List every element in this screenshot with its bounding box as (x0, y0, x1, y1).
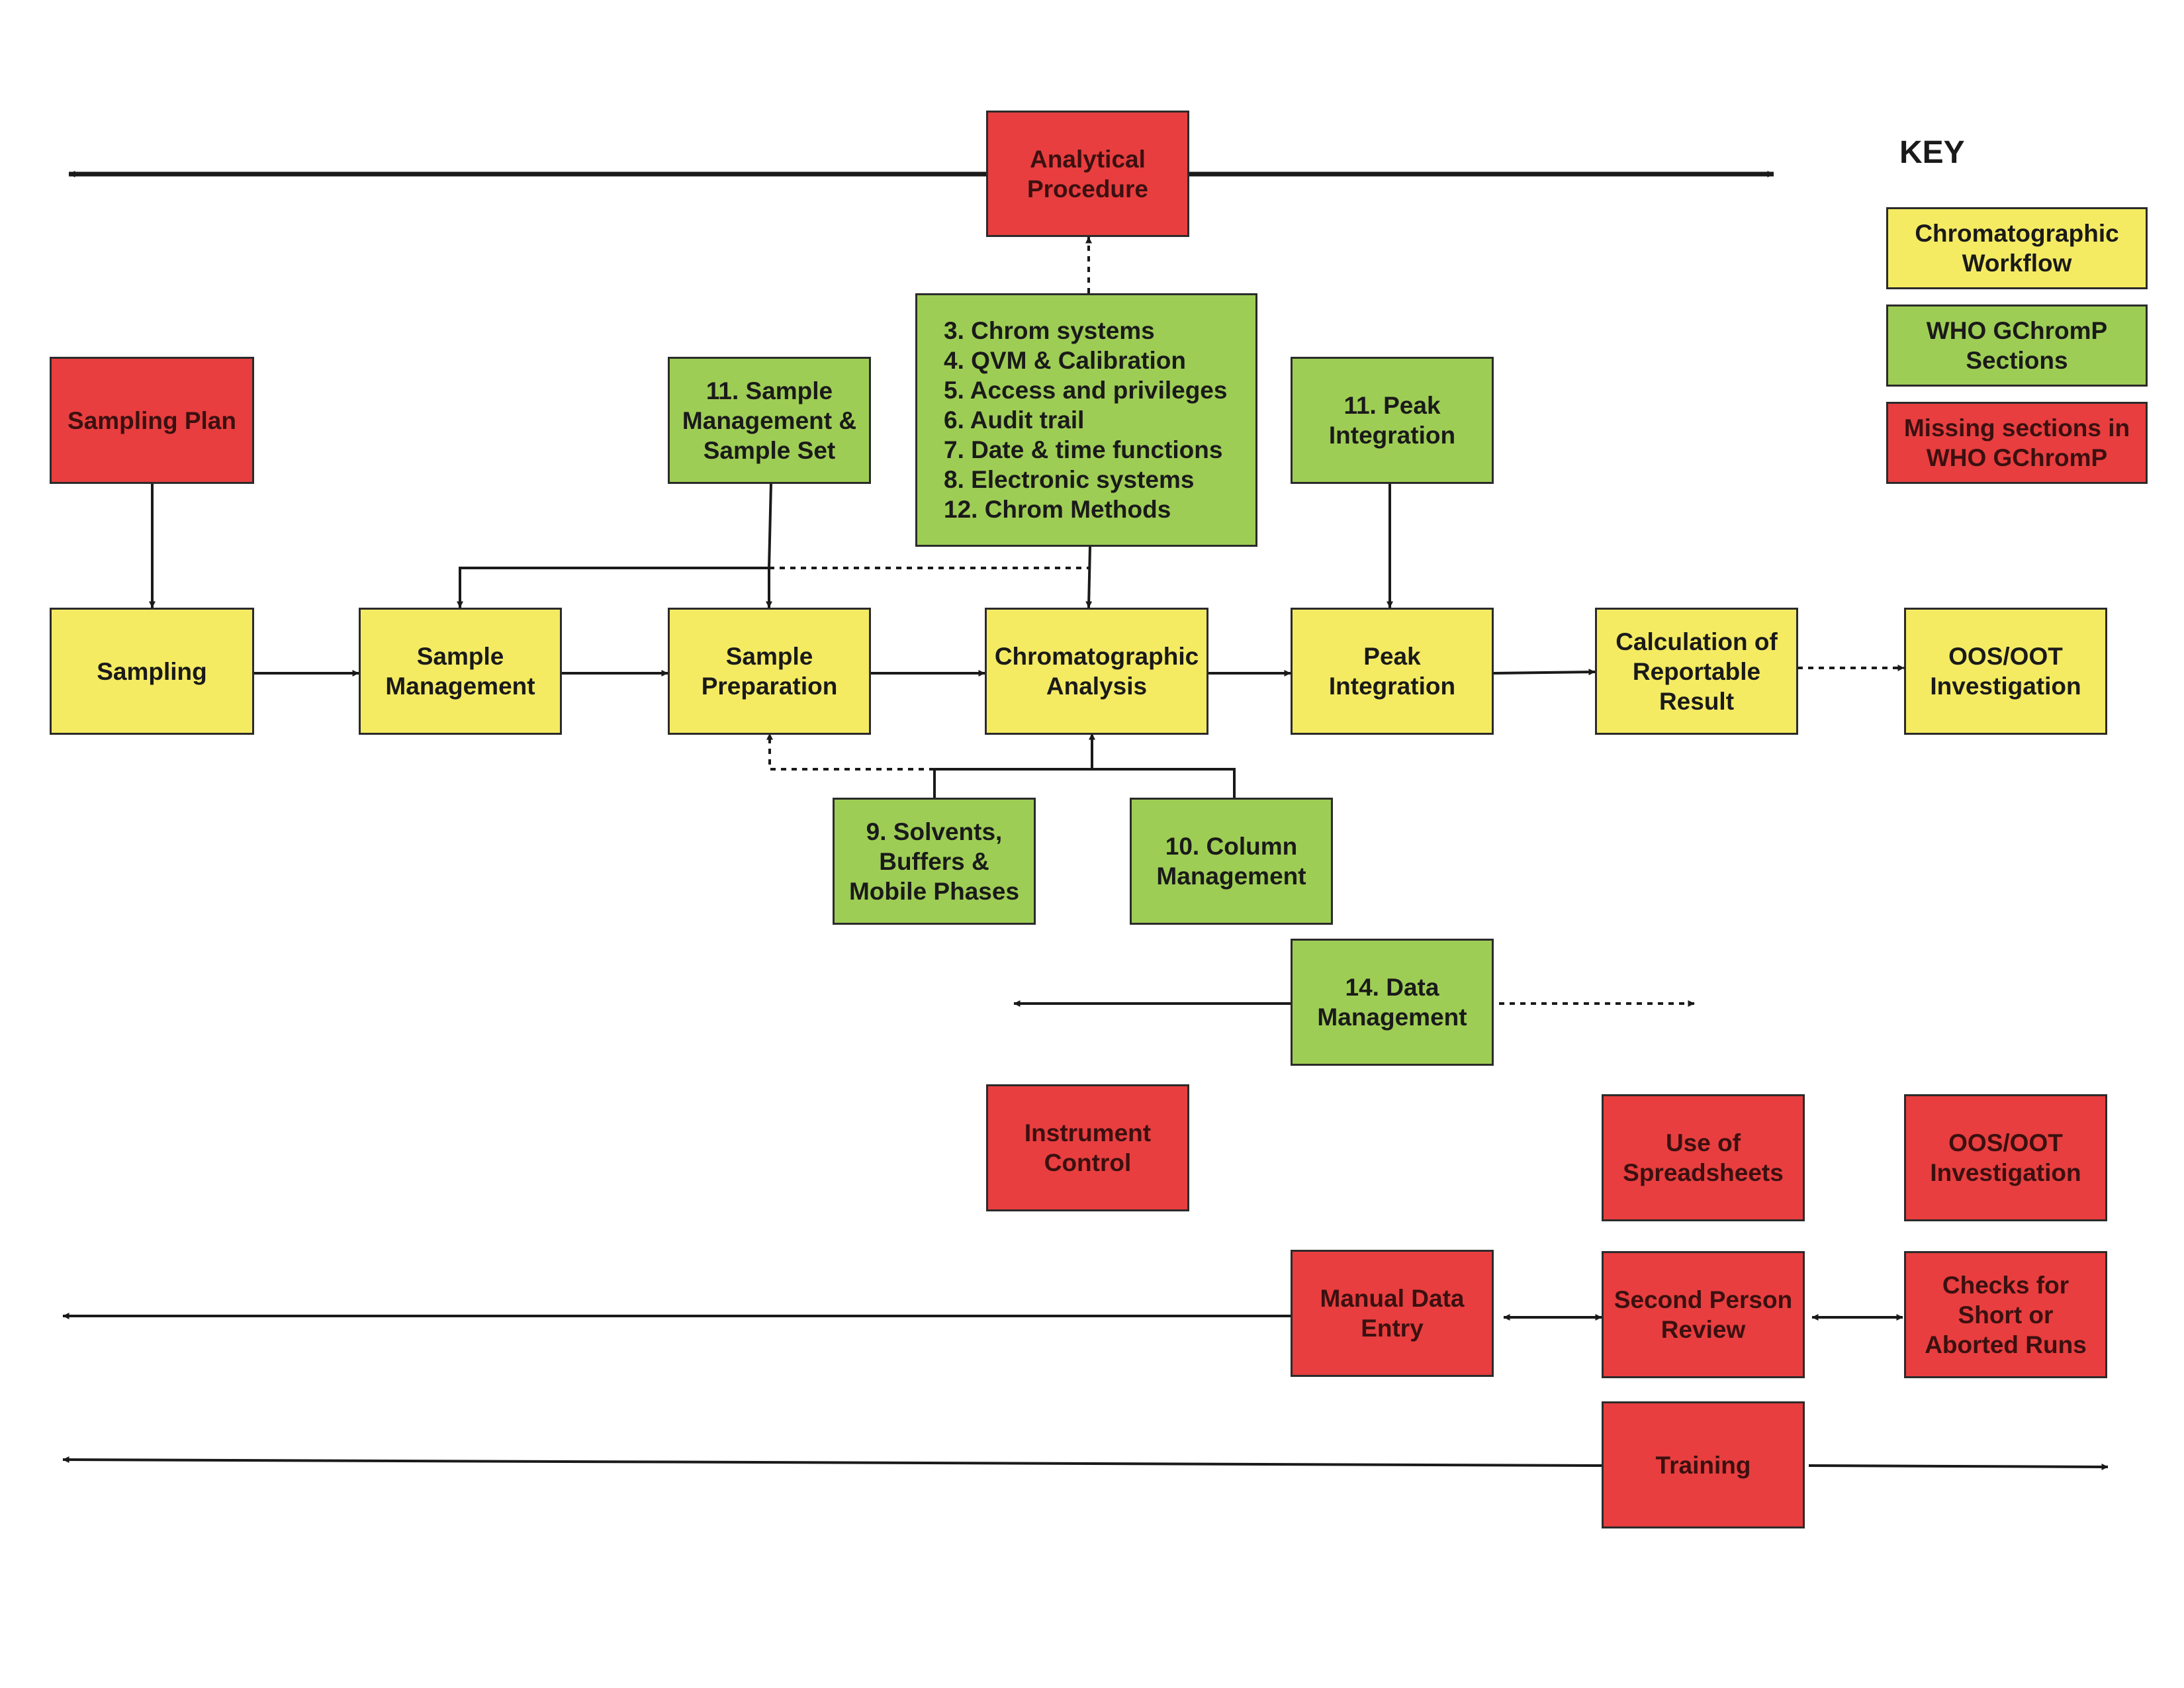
link-solvent-to-preparation (766, 733, 934, 771)
checks-runs-box: Checks for Short or Aborted Runs (1904, 1251, 2107, 1378)
link-integration-to-calculation (1493, 669, 1596, 676)
key-who-sections: WHO GChromP Sections (1886, 305, 2148, 387)
link-chrom-to-analysis (1085, 546, 1093, 608)
sample-management-box: Sample Management (359, 608, 562, 735)
column-management-section: 10. Column Management (1130, 798, 1333, 925)
chromatographic-analysis-box: Chromatographic Analysis (985, 608, 1208, 735)
link-sample-set-branch (457, 483, 772, 608)
key-workflow: Chromatographic Workflow (1886, 207, 2148, 289)
oos-investigation-box: OOS/OOT Investigation (1904, 608, 2107, 735)
spreadsheets-box: Use of Spreadsheets (1602, 1094, 1805, 1221)
link-training-left (62, 1456, 1606, 1467)
analytical-procedure-box: Analytical Procedure (986, 111, 1189, 237)
link-training-right (1808, 1463, 2109, 1470)
chrom-sections-list: 3. Chrom systems 4. QVM & Calibration 5.… (915, 293, 1257, 547)
sampling-plan-box: Sampling Plan (50, 357, 254, 484)
peak-integration-section: 11. Peak Integration (1291, 357, 1494, 484)
sample-management-set-section: 11. Sample Management & Sample Set (668, 357, 871, 484)
key-missing: Missing sections in WHO GChromP (1886, 402, 2148, 484)
oos-investigation-missing-box: OOS/OOT Investigation (1904, 1094, 2107, 1221)
peak-integration-box: Peak Integration (1291, 608, 1494, 735)
solvents-section: 9. Solvents, Buffers & Mobile Phases (833, 798, 1036, 925)
sampling-box: Sampling (50, 608, 254, 735)
instrument-control-box: Instrument Control (986, 1084, 1189, 1211)
second-person-review-box: Second Person Review (1602, 1251, 1805, 1378)
key-title: KEY (1899, 135, 1965, 170)
training-box: Training (1602, 1401, 1805, 1528)
manual-data-entry-box: Manual Data Entry (1291, 1250, 1494, 1377)
calculation-box: Calculation of Reportable Result (1595, 608, 1798, 735)
link-solvent-column-bracket (933, 768, 1236, 798)
data-management-section: 14. Data Management (1291, 939, 1494, 1066)
sample-preparation-box: Sample Preparation (668, 608, 871, 735)
